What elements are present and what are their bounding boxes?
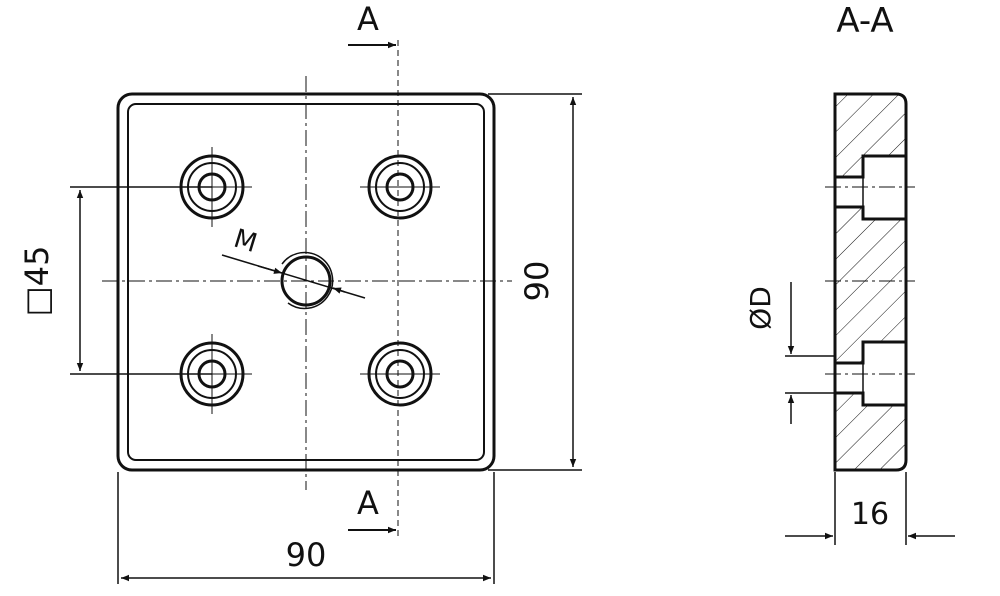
hole-diameter-label: ØD	[744, 286, 777, 330]
pattern-dimension	[70, 186, 212, 375]
front-view	[70, 40, 582, 584]
counterbore-hole-tr	[360, 154, 440, 220]
section-label-top: A	[357, 0, 379, 38]
diameter-dimension	[785, 282, 835, 424]
section-outline	[833, 92, 908, 472]
section-body	[835, 94, 906, 470]
center-lines	[102, 76, 512, 490]
section-label-bottom: A	[357, 484, 379, 522]
counterbore-hole-br	[360, 341, 440, 407]
width-dimension	[117, 472, 495, 584]
thread-label: M	[230, 224, 260, 259]
thickness-label: 16	[851, 497, 889, 532]
section-view	[785, 92, 955, 545]
section-center-lines	[825, 186, 915, 375]
section-view-title: A-A	[836, 1, 893, 41]
width-label: 90	[286, 536, 327, 574]
thickness-dimension	[785, 472, 955, 545]
height-label: 90	[518, 261, 556, 302]
threaded-hole	[221, 251, 366, 310]
height-dimension	[488, 93, 582, 471]
pattern-size-label: □45	[18, 246, 56, 317]
section-holes	[835, 154, 906, 407]
